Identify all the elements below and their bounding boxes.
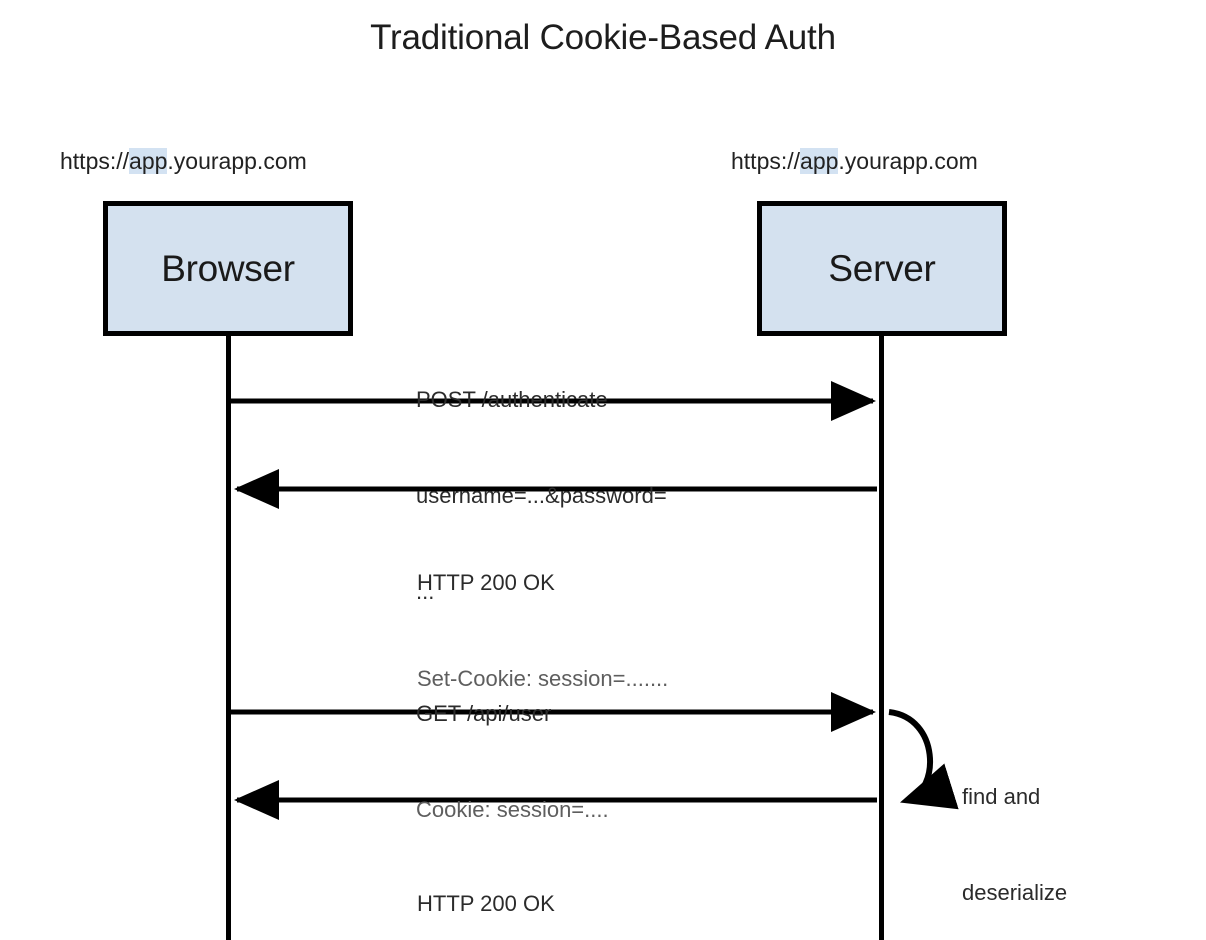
self-message-label: find and deserialize session xyxy=(962,717,1067,940)
lifeline-server xyxy=(879,336,884,940)
browser-url-prefix: https:// xyxy=(60,148,130,174)
page-title: Traditional Cookie-Based Auth xyxy=(370,18,836,57)
message-label-4: HTTP 200 OK { name: “foo” } xyxy=(417,824,556,940)
message-label-2: HTTP 200 OK Set-Cookie: session=....... xyxy=(417,503,668,759)
self-message-arc xyxy=(888,709,959,810)
message-label-2-line-1: HTTP 200 OK xyxy=(417,570,555,595)
message-label-2-line-2: Set-Cookie: session=....... xyxy=(417,666,669,691)
browser-url-highlight: app xyxy=(129,148,168,174)
message-label-1-line-2: username=...&password= xyxy=(416,483,667,508)
server-url-prefix: https:// xyxy=(731,148,801,174)
message-label-1-line-3: ... xyxy=(416,579,435,604)
lifeline-browser xyxy=(226,336,231,940)
message-label-1-line-1: POST /authenticate xyxy=(416,387,608,412)
server-url-caption: https://app.yourapp.com xyxy=(731,148,978,174)
message-label-1: POST /authenticate username=...&password… xyxy=(416,320,667,672)
browser-url-suffix: .yourapp.com xyxy=(167,148,307,174)
self-message-label-line-2: deserialize xyxy=(962,880,1068,905)
browser-url-caption: https://app.yourapp.com xyxy=(60,148,307,174)
participant-box-browser: Browser xyxy=(103,201,353,336)
message-label-4-line-1: HTTP 200 OK xyxy=(417,891,555,916)
self-message-label-line-1: find and xyxy=(962,784,1041,809)
message-label-3: GET /api/user Cookie: session=.... xyxy=(416,634,609,890)
message-label-3-line-2: Cookie: session=.... xyxy=(416,797,609,822)
participant-label-server: Server xyxy=(828,247,936,289)
participant-box-server: Server xyxy=(757,201,1007,336)
server-url-suffix: .yourapp.com xyxy=(838,148,978,174)
server-url-highlight: app xyxy=(800,148,839,174)
participant-label-browser: Browser xyxy=(161,247,295,289)
message-label-3-line-1: GET /api/user xyxy=(416,701,552,726)
